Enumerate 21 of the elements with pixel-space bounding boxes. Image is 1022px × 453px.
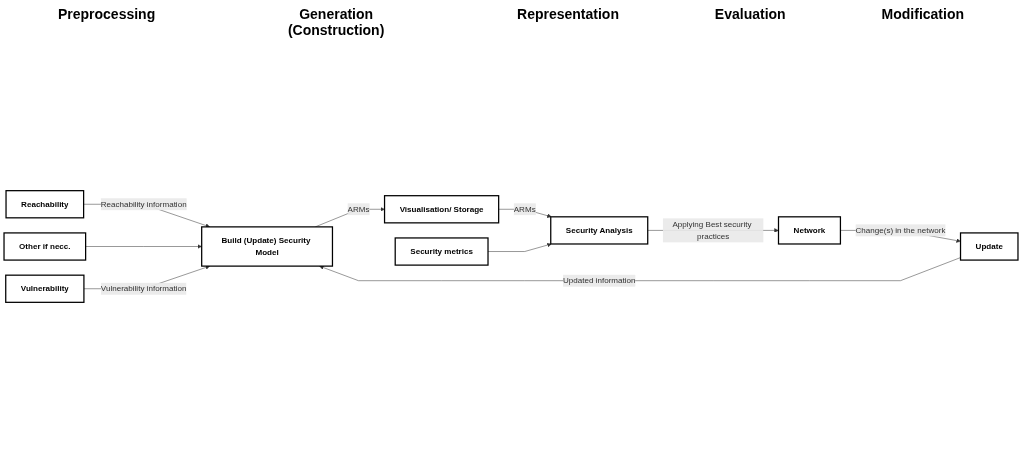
edge-label: Applying Best security practices [672, 219, 752, 241]
edge-label: ARMs [347, 204, 370, 214]
edge-label: Vulnerability information [100, 284, 187, 293]
node-box: Reachability [5, 190, 85, 219]
node-box: Visualisation/ Storage [383, 195, 500, 224]
column-heading: Evaluation [714, 6, 786, 24]
column-heading: Generation (Construction) [286, 6, 386, 38]
node-box: Network [777, 216, 842, 245]
edge-label: ARMs [513, 204, 536, 214]
node-box: Security Analysis [550, 216, 649, 245]
node-box: Vulnerability [5, 274, 85, 303]
node-box: Update [959, 232, 1019, 261]
edge-label: Updated information [563, 276, 636, 285]
node-box: Security metrics [394, 237, 489, 266]
column-heading: Preprocessing [57, 6, 156, 24]
node-box: Build (Update) Security Model [201, 226, 334, 267]
column-heading: Modification [881, 6, 964, 24]
edge-label: Reachability information [100, 199, 187, 209]
node-box: Other if necc. [3, 232, 87, 261]
edge-label: Change(s) in the network [855, 225, 946, 235]
column-heading: Representation [517, 6, 619, 24]
